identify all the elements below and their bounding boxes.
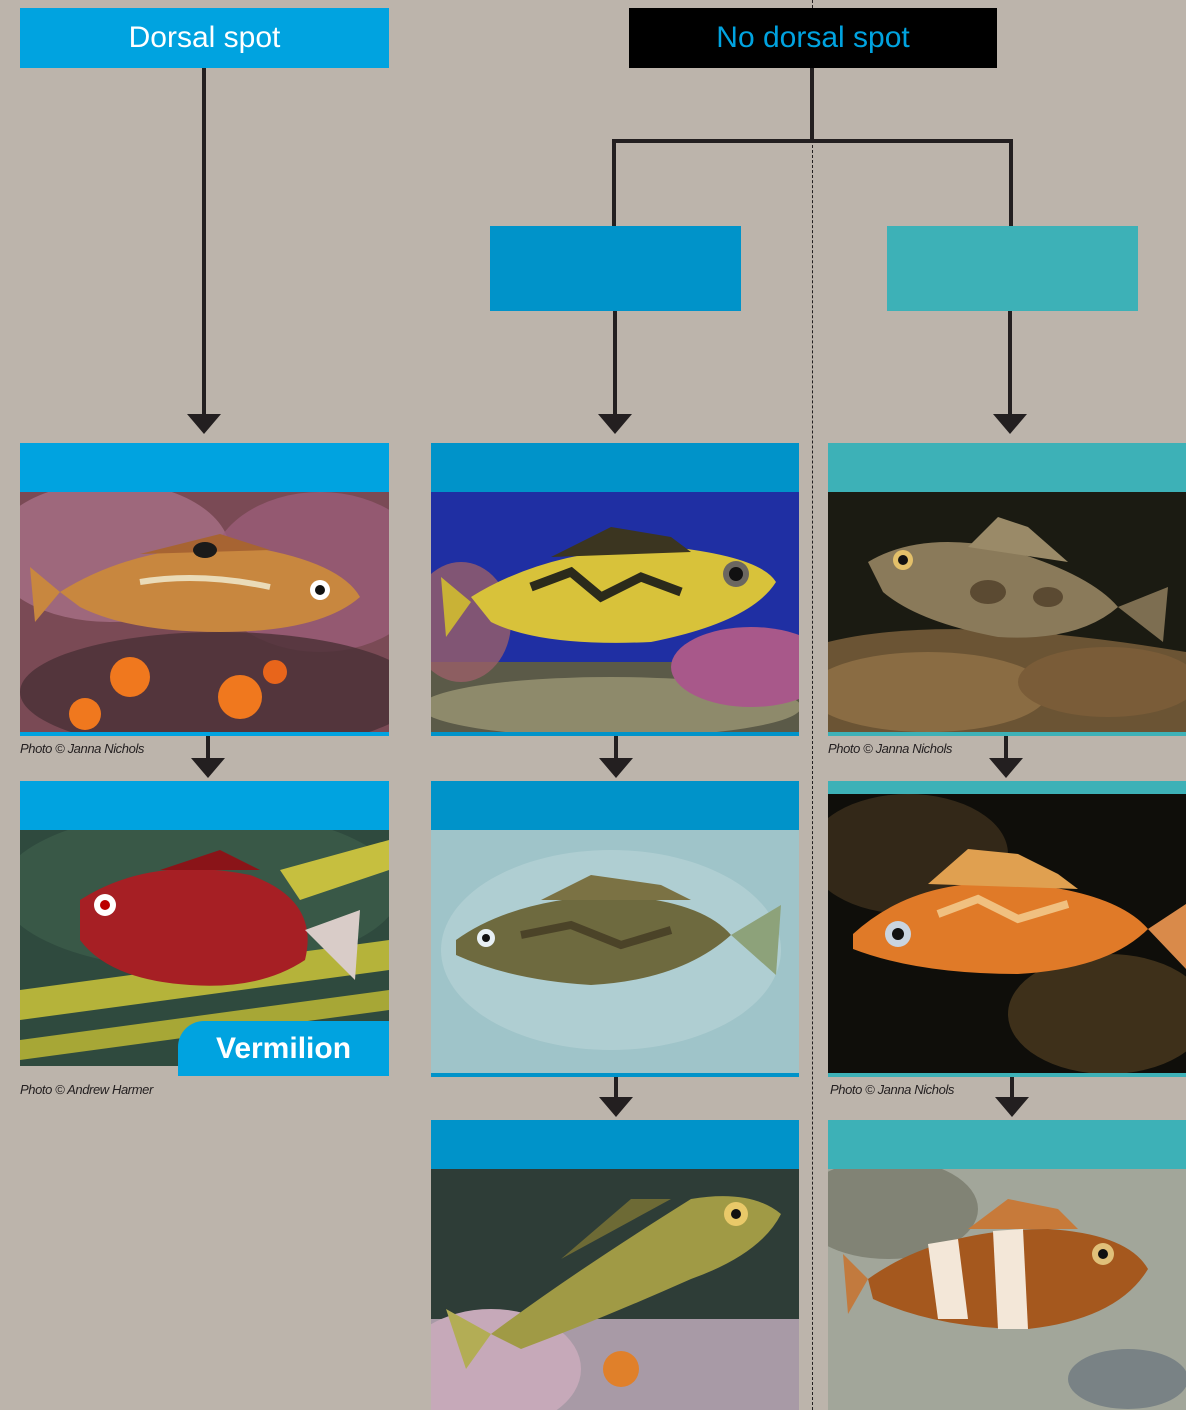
divider bbox=[812, 140, 813, 1410]
fish-photo bbox=[828, 1169, 1186, 1410]
fish-photo bbox=[20, 492, 389, 732]
arrow-down-icon bbox=[599, 1097, 633, 1117]
species-label: Vermilion bbox=[216, 1032, 351, 1066]
card-header bbox=[20, 443, 389, 492]
no-dorsal-spot-box: No dorsal spot bbox=[629, 8, 997, 68]
dorsal-spot-box: Dorsal spot bbox=[20, 8, 389, 68]
arrow-down-icon bbox=[993, 414, 1027, 434]
photo-credit: Photo © Janna Nichols bbox=[830, 1082, 954, 1097]
connector-right-top bbox=[1009, 139, 1013, 226]
photo-credit: Photo © Janna Nichols bbox=[20, 741, 144, 756]
card-header bbox=[431, 1120, 799, 1169]
connector-left bbox=[202, 68, 206, 415]
card-underline bbox=[828, 1073, 1186, 1077]
node-teal bbox=[887, 226, 1138, 311]
fish-photo bbox=[431, 1169, 799, 1410]
card-header bbox=[828, 781, 1186, 794]
card-header bbox=[431, 443, 799, 492]
connector-stem bbox=[810, 68, 814, 142]
card-header bbox=[20, 781, 389, 830]
node-blue bbox=[490, 226, 741, 311]
arrow-down-icon bbox=[995, 1097, 1029, 1117]
connector-mid-top bbox=[612, 139, 616, 226]
arrow-down-icon bbox=[599, 758, 633, 778]
fish-photo bbox=[431, 830, 799, 1073]
species-tab-vermilion: Vermilion bbox=[178, 1021, 389, 1076]
arrow-down-icon bbox=[187, 414, 221, 434]
arrow-down-icon bbox=[989, 758, 1023, 778]
card-header bbox=[828, 1120, 1186, 1169]
photo-credit: Photo © Janna Nichols bbox=[828, 741, 952, 756]
connector-mid bbox=[613, 311, 617, 415]
photo-credit: Photo © Andrew Harmer bbox=[20, 1082, 153, 1097]
card-underline bbox=[20, 732, 389, 736]
card-header bbox=[431, 781, 799, 830]
card-header bbox=[828, 443, 1186, 492]
fish-photo bbox=[828, 492, 1186, 732]
dorsal-spot-label: Dorsal spot bbox=[129, 21, 281, 55]
fish-photo bbox=[828, 794, 1186, 1073]
fish-photo bbox=[431, 492, 799, 732]
divider-top bbox=[812, 0, 813, 8]
connector-right bbox=[1008, 311, 1012, 415]
arrow-down-icon bbox=[191, 758, 225, 778]
connector-bar bbox=[612, 139, 1013, 143]
arrow-down-icon bbox=[598, 414, 632, 434]
no-dorsal-spot-label: No dorsal spot bbox=[716, 21, 909, 55]
